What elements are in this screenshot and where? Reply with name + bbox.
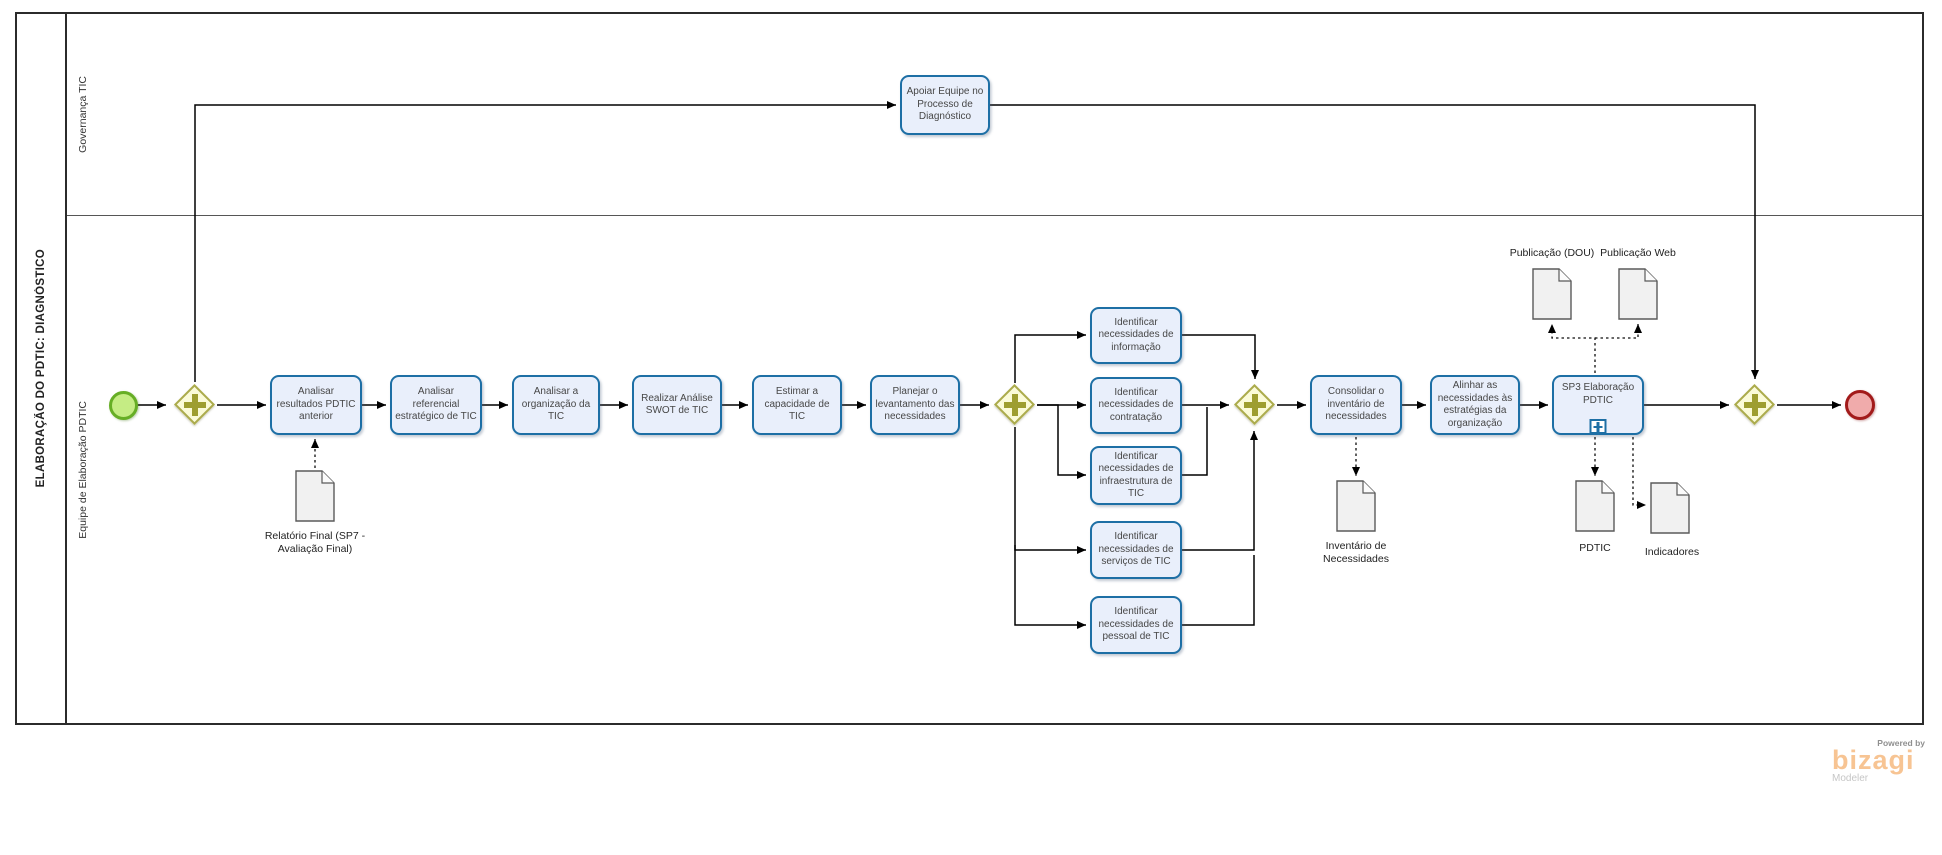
task-identificar-informacao[interactable]: Identificar necessidades de informação [1090, 307, 1182, 364]
task-label: Apoiar Equipe no Processo de Diagnóstico [906, 86, 984, 123]
pool-title-strip: ELABORAÇÃO DO PDTIC: DIAGNÓSTICO [17, 14, 67, 723]
document-icon [295, 470, 335, 522]
subprocess-sp3-elaboracao-pdtic[interactable]: SP3 Elaboração PDTIC [1552, 375, 1644, 435]
pool-title: ELABORAÇÃO DO PDTIC: DIAGNÓSTICO [35, 249, 47, 488]
task-analisar-organizacao[interactable]: Analisar a organização da TIC [512, 375, 600, 435]
document-label: Publicação Web [1600, 247, 1676, 259]
bizagi-logo: bizagi [1832, 745, 1915, 775]
parallel-gateway-join-needs[interactable] [1233, 383, 1277, 427]
bizagi-branding: Powered by bizagi Modeler [1832, 738, 1932, 784]
task-label: Analisar a organização da TIC [521, 386, 591, 423]
document-label: Indicadores [1644, 546, 1700, 558]
document-publicacao-web[interactable] [1618, 268, 1658, 320]
task-identificar-contratacao[interactable]: Identificar necessidades de contratação [1090, 377, 1182, 434]
document-icon [1336, 480, 1376, 532]
task-identificar-infraestrutura[interactable]: Identificar necessidades de infraestrutu… [1090, 446, 1182, 505]
document-inventario-necessidades[interactable] [1336, 480, 1376, 532]
document-pdtic[interactable] [1575, 480, 1615, 532]
document-label: PDTIC [1579, 542, 1611, 554]
document-label: Relatório Final (SP7 - Avaliação Final) [264, 530, 366, 555]
document-publicacao-dou[interactable] [1532, 268, 1572, 320]
modeler-text: Modeler [1832, 773, 1869, 784]
task-label: Analisar referencial estratégico de TIC [395, 386, 477, 423]
task-label: Identificar necessidades de infraestrutu… [1098, 450, 1174, 500]
lane-equipe-elaboracao: Equipe de Elaboração PDTIC [69, 215, 97, 725]
task-analisar-resultados[interactable]: Analisar resultados PDTIC anterior [270, 375, 362, 435]
task-label: Realizar Análise SWOT de TIC [641, 392, 713, 417]
parallel-gateway-join-end[interactable] [1733, 383, 1777, 427]
lane-divider [67, 215, 1922, 216]
document-relatorio-final[interactable] [295, 470, 335, 522]
document-indicadores[interactable] [1650, 482, 1690, 534]
powered-by-text: Powered by [1877, 738, 1925, 748]
task-estimar-capacidade[interactable]: Estimar a capacidade de TIC [752, 375, 842, 435]
lane-label: Governança TIC [77, 76, 89, 153]
task-analisar-referencial[interactable]: Analisar referencial estratégico de TIC [390, 375, 482, 435]
task-label: Identificar necessidades de informação [1098, 316, 1174, 353]
parallel-gateway-split-start[interactable] [173, 383, 217, 427]
document-icon [1618, 268, 1658, 320]
task-planejar-levantamento[interactable]: Planejar o levantamento das necessidades [870, 375, 960, 435]
document-icon [1650, 482, 1690, 534]
task-label: Alinhar as necessidades às estratégias d… [1437, 380, 1513, 429]
task-label: Consolidar o inventário de necessidades [1325, 386, 1387, 423]
task-apoiar-equipe[interactable]: Apoiar Equipe no Processo de Diagnóstico [900, 75, 990, 135]
lane-label: Equipe de Elaboração PDTIC [77, 401, 89, 539]
document-icon [1575, 480, 1615, 532]
task-alinhar-necessidades[interactable]: Alinhar as necessidades às estratégias d… [1430, 375, 1520, 435]
subprocess-plus-icon[interactable] [1589, 419, 1607, 434]
lane-governanca-tic: Governança TIC [69, 14, 97, 215]
task-label: Analisar resultados PDTIC anterior [276, 386, 356, 423]
task-identificar-servicos[interactable]: Identificar necessidades de serviços de … [1090, 521, 1182, 579]
document-label: Inventário de Necessidades [1323, 540, 1389, 565]
task-label: SP3 Elaboração PDTIC [1561, 382, 1635, 406]
task-realizar-analise-swot[interactable]: Realizar Análise SWOT de TIC [632, 375, 722, 435]
task-label: Identificar necessidades de pessoal de T… [1098, 606, 1174, 643]
end-event[interactable] [1845, 390, 1875, 420]
task-label: Estimar a capacidade de TIC [764, 386, 830, 423]
task-label: Identificar necessidades de serviços de … [1098, 531, 1174, 568]
document-label: Publicação (DOU) [1509, 247, 1595, 259]
task-label: Planejar o levantamento das necessidades [875, 386, 955, 423]
start-event[interactable] [109, 391, 138, 420]
task-consolidar-inventario[interactable]: Consolidar o inventário de necessidades [1310, 375, 1402, 435]
task-label: Identificar necessidades de contratação [1098, 386, 1174, 423]
task-identificar-pessoal[interactable]: Identificar necessidades de pessoal de T… [1090, 596, 1182, 654]
parallel-gateway-split-needs[interactable] [993, 383, 1037, 427]
document-icon [1532, 268, 1572, 320]
